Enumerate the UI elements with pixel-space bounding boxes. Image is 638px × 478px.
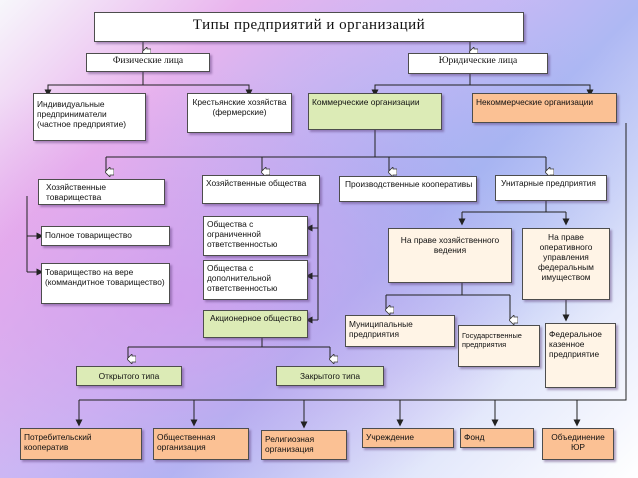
node-joint-stock-company: Акционерное общество: [203, 310, 308, 338]
node-llc: Общества с ограниченной ответственностью: [203, 216, 308, 256]
node-commercial-organizations: Коммерческие организации: [308, 93, 442, 130]
node-religious-organization: Религиозная организация: [261, 430, 347, 460]
node-institution: Учреждение: [362, 428, 454, 448]
node-economic-societies: Хозяйственные общества: [202, 175, 320, 204]
node-farm-households: Крестьянские хозяйства (фермерские): [187, 93, 292, 133]
diagram-title: Типы предприятий и организаций: [94, 12, 524, 42]
node-economic-management-right: На праве хозяйственного ведения: [388, 228, 512, 283]
node-fund: Фонд: [460, 428, 534, 448]
node-federal-treasury-enterprise: Федеральное казенное предприятие: [545, 323, 616, 388]
node-individual-entrepreneurs: Индивидуальные предприниматели (частное …: [33, 93, 146, 141]
node-public-organization: Общественная организация: [153, 428, 249, 460]
node-legal-entities-association: Объединение ЮР: [542, 428, 614, 460]
node-legal-persons: Юридические лица: [408, 53, 548, 74]
node-open-type: Открытого типа: [76, 366, 182, 386]
node-limited-partnership: Товарищество на вере (коммандитное товар…: [41, 263, 170, 304]
node-consumer-cooperative: Потребительский кооператив: [20, 428, 142, 460]
node-municipal-enterprises: Муниципальные предприятия: [345, 315, 455, 347]
node-closed-type: Закрытого типа: [276, 366, 384, 386]
node-production-cooperatives: Производственные кооперативы: [339, 176, 477, 202]
node-physical-persons: Физические лица: [86, 53, 210, 72]
node-operative-management-right: На праве оперативного управления федерал…: [522, 228, 610, 300]
node-state-enterprises: Государственные предприятия: [458, 325, 540, 367]
node-economic-partnerships: Хозяйственные товарищества: [38, 179, 165, 205]
node-noncommercial-organizations: Некоммерческие организации: [472, 93, 617, 123]
node-unitary-enterprises: Унитарные предприятия: [495, 175, 607, 201]
node-full-partnership: Полное товарищество: [41, 226, 170, 246]
node-additional-liability-company: Общества с дополнительной ответственност…: [203, 260, 308, 300]
